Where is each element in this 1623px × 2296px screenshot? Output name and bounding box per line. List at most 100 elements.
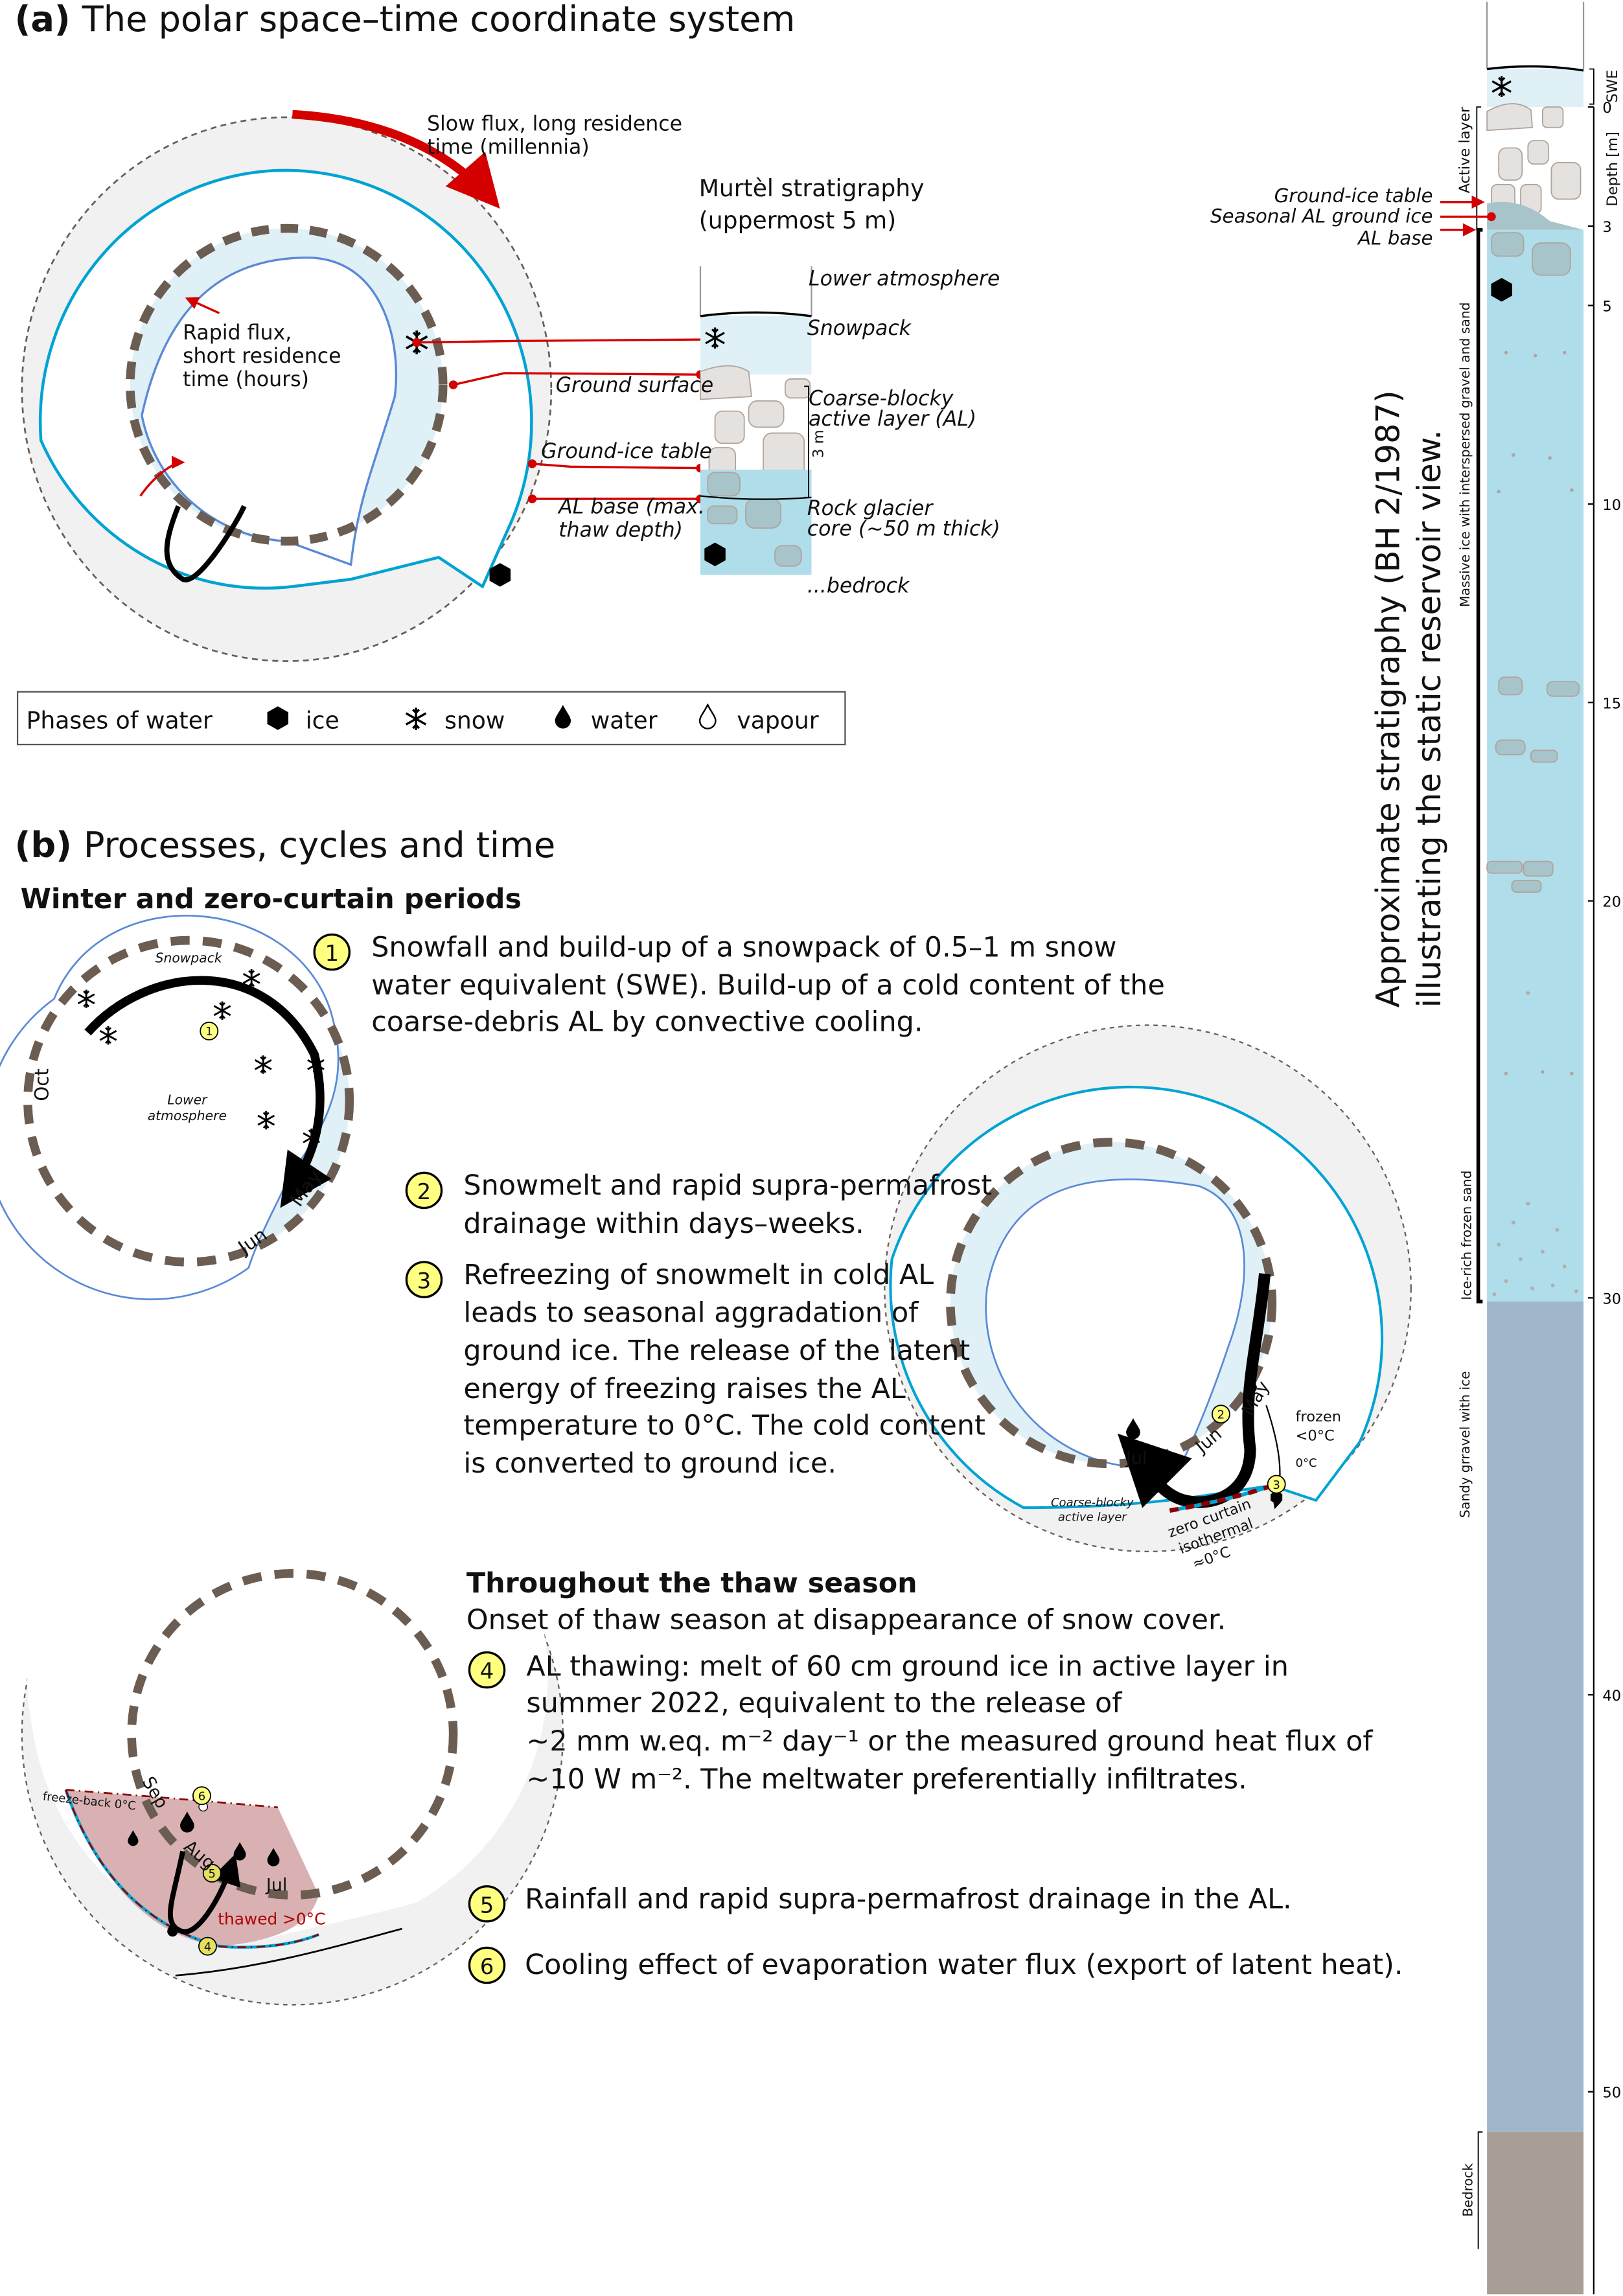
process-text: is converted to ground ice. [463, 1447, 836, 1480]
marker-6: 6 [198, 1790, 205, 1804]
legend-vapour: vapour [737, 706, 818, 734]
rapid-flux-label: time (hours) [183, 368, 309, 391]
water-phases-legend: Phases of water ice snow water vapour [16, 691, 846, 746]
process-item-6: 6 Cooling effect of evaporation water fl… [468, 1946, 1403, 1984]
process-number: 3 [417, 1269, 432, 1294]
borehole-title: Approximate stratigraphy (BH 2/1987) [1370, 390, 1407, 1007]
swe-label: SWE [1604, 70, 1621, 103]
process-number: 6 [480, 1954, 494, 1979]
slow-flux-arrow [292, 109, 500, 209]
winter-heading: Winter and zero-curtain periods [21, 883, 522, 915]
label-ground-surface: Ground surface [556, 374, 714, 397]
label-bedrock: ...bedrock [807, 574, 910, 597]
process-text: ground ice. The release of the latent [463, 1335, 970, 1367]
coarse-blocky-label: active layer [1058, 1510, 1127, 1524]
label-coarse-blocky: Coarse-blocky [809, 387, 954, 411]
zero-curtain-circle: 2 3 Jul Jun May frozen<0°C 0°C Coarse-bl… [884, 1024, 1412, 1573]
thaw-season-circle: 6 5 4 freeze-back 0°C Sep Aug Jul thawed… [21, 1416, 564, 2006]
depth-tick-label: 5 [1602, 299, 1611, 316]
snowmelt-drainage-arrow [1117, 1273, 1271, 1508]
borehole-subtitle: illustrating the static reservoir view. [1410, 430, 1448, 1007]
process-number: 1 [325, 941, 340, 966]
process-text: temperature to 0°C. The cold content [463, 1409, 985, 1441]
lower-atmosphere-label: atmosphere [148, 1108, 227, 1123]
panel-a-title: The polar space–time coordinate system [82, 0, 796, 40]
depth-tick-label: 20 [1602, 894, 1621, 911]
legend-ice: ice [306, 706, 340, 734]
label-lower-atmosphere: Lower atmosphere [809, 268, 1000, 291]
panel-a: (a) The polar space–time coordinate syste… [15, 0, 1007, 746]
thaw-intro: Onset of thaw season at disappearance of… [466, 1603, 1226, 1636]
panel-b-title: Processes, cycles and time [84, 825, 555, 866]
process-text: Snowfall and build-up of a snowpack of 0… [371, 931, 1116, 963]
label-coarse-blocky: active layer (AL) [809, 408, 976, 431]
slow-flux-label: Slow flux, long residence [427, 112, 682, 135]
marker-4: 4 [204, 1940, 211, 1954]
svg-text:frozen<0°C: frozen <0°C [1295, 1408, 1341, 1444]
depth-tick-label: 10 [1602, 497, 1621, 514]
process-item-5: 5 Rainfall and rapid supra-permafrost dr… [468, 1883, 1292, 1923]
legend-water: water [591, 706, 658, 734]
process-text: AL thawing: melt of 60 cm ground ice in … [526, 1651, 1288, 1683]
unit-active-layer: Active layer [1456, 106, 1473, 193]
panel-a-label: (a) [15, 0, 71, 40]
process-item-1: 1 Snowfall and build-up of a snowpack of… [313, 931, 1165, 1038]
polar-coordinate-circle: Slow flux, long residence time (millenni… [21, 109, 707, 662]
infiltration-path [164, 505, 247, 582]
depth-label: Depth [m] [1604, 132, 1621, 206]
process-text: ~2 mm w.eq. m⁻² day⁻¹ or the measured gr… [526, 1725, 1373, 1758]
svg-text:Snowfall and build-up of a sno: Snowfall and build-up of a snowpack of 0… [371, 931, 1165, 1038]
frozen-label: <0°C [1295, 1427, 1334, 1444]
label-seasonal-ice: Seasonal AL ground ice [1210, 205, 1433, 227]
slow-flux-label: time (millennia) [427, 135, 590, 159]
svg-text:Snowmelt and rapid supra-perma: Snowmelt and rapid supra-permafrostdrain… [463, 1169, 992, 1240]
lower-atmosphere-label: Lower [167, 1092, 208, 1107]
infiltration-arrow [168, 1850, 241, 1934]
depth-tick-label: 15 [1602, 695, 1621, 712]
label-ground-ice-table: Ground-ice table [1274, 185, 1433, 207]
process-text: Cooling effect of evaporation water flux… [525, 1949, 1403, 1981]
marker-1: 1 [205, 1025, 213, 1039]
process-text: Snowmelt and rapid supra-permafrost [463, 1169, 992, 1202]
label-rock-glacier: core (~50 m thick) [807, 517, 1000, 540]
unit-bedrock: Bedrock [1460, 2163, 1476, 2217]
rapid-flux-label: short residence [183, 345, 341, 368]
process-number: 2 [417, 1179, 432, 1204]
legend-title: Phases of water [27, 706, 213, 734]
rapid-flux-label: Rapid flux, [183, 321, 292, 345]
marker-5: 5 [208, 1867, 215, 1881]
process-text: ~10 W m⁻². The meltwater preferentially … [526, 1763, 1247, 1795]
frozen-label: frozen [1295, 1408, 1341, 1425]
svg-text:AL thawing: melt of 60 cm grou: AL thawing: melt of 60 cm ground ice in … [526, 1651, 1373, 1796]
svg-text:(b)Processes, cycles and time: (b)Processes, cycles and time [15, 825, 556, 866]
label-rock-glacier: Rock glacier [807, 497, 934, 520]
evaporation-arrow [139, 455, 185, 497]
depth-tick-label: 0 [1602, 100, 1611, 117]
svg-text:(a)The polar space–time coordi: (a) The polar space–time coordinate syste… [15, 0, 796, 40]
process-text: Refreezing of snowmelt in cold AL [463, 1259, 934, 1291]
thaw-heading: Throughout the thaw season [466, 1567, 917, 1600]
process-item-4: 4 AL thawing: melt of 60 cm ground ice i… [468, 1651, 1373, 1796]
label-al-base: thaw depth) [558, 519, 683, 542]
depth-tick-label: 30 [1602, 1291, 1621, 1307]
unit-ice-rich-sand: Ice-rich frozen sand [1458, 1171, 1474, 1300]
massive-ice-layer [1487, 229, 1584, 1302]
svg-text:Murtèl stratigraphy(uppermost: Murtèl stratigraphy(uppermost 5 m) [699, 174, 925, 235]
svg-text:Lower atmosphere Snowp: Lower atmosphere Snowpack Ground surface… [541, 268, 1007, 598]
process-list: 1 Snowfall and build-up of a snowpack of… [313, 931, 1403, 1984]
thawed-region [65, 1789, 319, 1947]
process-number: 5 [480, 1892, 494, 1918]
oct-label: Oct [30, 1068, 52, 1101]
depth-tick-label: 40 [1602, 1688, 1621, 1705]
marker-2: 2 [1217, 1408, 1225, 1422]
unit-massive-ice: Massive ice with interspersed gravel and… [1457, 302, 1473, 607]
snowpack-buildup-arrow [84, 976, 332, 1208]
rapid-flux-arrow [185, 297, 220, 314]
unit-sandy-gravel: Sandy grravel with ice [1457, 1371, 1473, 1518]
bedrock-layer [1487, 2131, 1584, 2295]
